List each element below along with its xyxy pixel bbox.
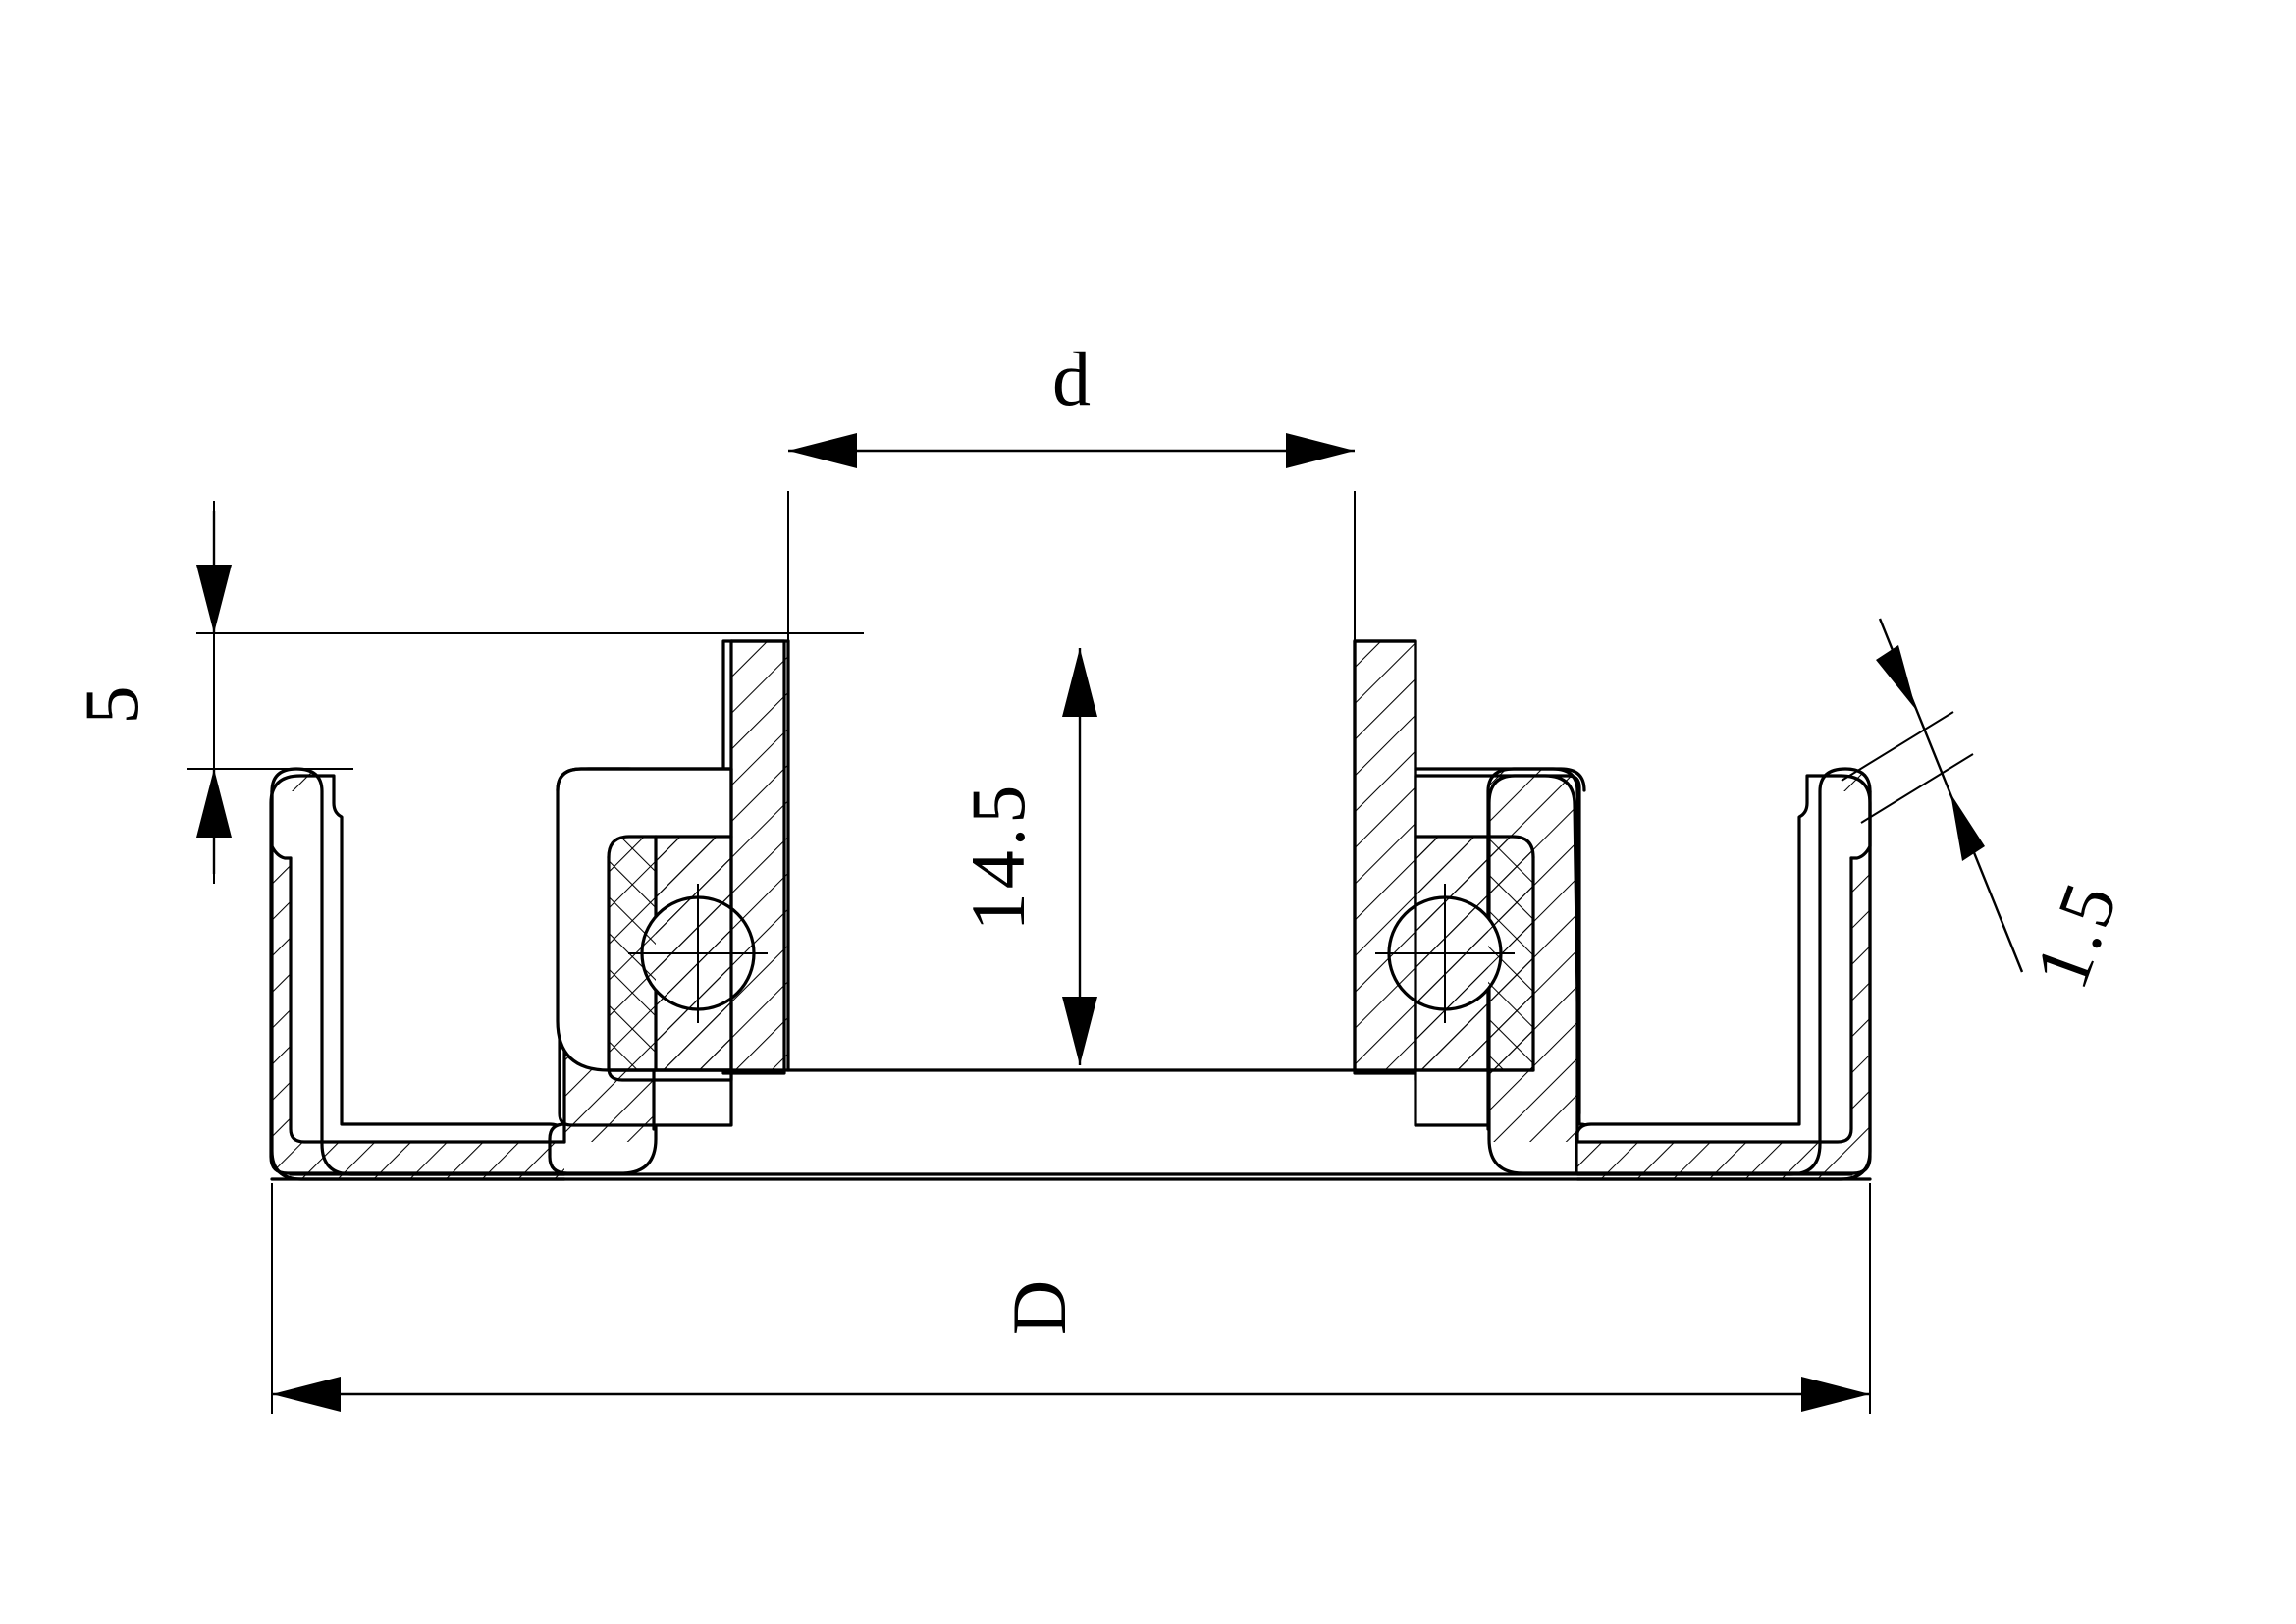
hatch-left-race-outer (656, 837, 731, 1070)
dimension-d: d (788, 336, 1355, 468)
part-geometry (269, 639, 1872, 1181)
hatch-left-race-inner (609, 837, 656, 1070)
dimension-label-D: D (996, 1276, 1082, 1335)
dimension-14-5: 14.5 (955, 648, 1097, 1065)
left-outer-shield (269, 774, 566, 1175)
dimension-label-d: d (1052, 336, 1092, 421)
hatch-right-race-inner (1488, 837, 1533, 1070)
dimension-label-1-5: 1.5 (2017, 869, 2134, 1000)
dimension-D: D (272, 1276, 1870, 1412)
dimension-1-5: 1.5 (1876, 618, 2135, 1000)
hatch-right-race-outer (1415, 837, 1488, 1070)
dimension-5: 5 (69, 511, 232, 874)
hatch-hub-left (731, 641, 788, 1070)
dimension-label-5: 5 (69, 682, 154, 725)
right-outer-shield (1575, 774, 1872, 1175)
hatch-hub-right (1355, 641, 1415, 1070)
dimension-label-14-5: 14.5 (955, 782, 1041, 932)
